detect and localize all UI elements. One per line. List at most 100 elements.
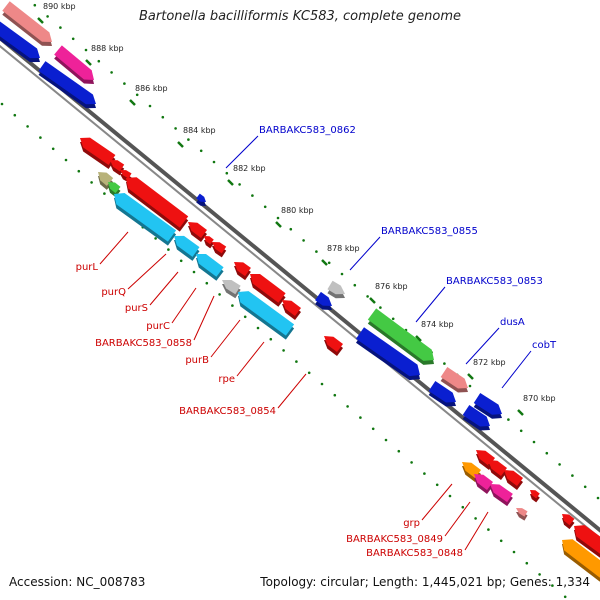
gene-red-14-face xyxy=(530,490,540,499)
gene-pink-1[interactable] xyxy=(474,474,493,494)
label-text: grp xyxy=(403,518,420,529)
gene-red-13[interactable] xyxy=(504,470,523,490)
gene-gray-fwd[interactable] xyxy=(327,280,345,299)
guide-dot xyxy=(84,48,88,52)
gene-red-10[interactable] xyxy=(324,336,343,356)
guide-dot xyxy=(231,304,234,307)
guide-dot xyxy=(154,237,157,240)
gene-pink-1-face xyxy=(474,474,493,490)
forward-gene-label[interactable]: dusA xyxy=(465,317,525,365)
gene-blue-2[interactable] xyxy=(38,61,96,109)
gene-cyan-2[interactable] xyxy=(174,235,200,261)
gene-blue-small[interactable] xyxy=(196,193,206,206)
gene-orange-2[interactable] xyxy=(562,539,600,582)
guide-dot xyxy=(205,281,209,285)
guide-dot xyxy=(327,261,331,265)
guide-dot xyxy=(161,115,165,119)
gene-red-1-face xyxy=(80,137,116,165)
gene-salmon-small-face xyxy=(516,508,528,517)
gene-blue-7[interactable] xyxy=(462,405,490,431)
gene-gray-rev-face xyxy=(222,280,241,295)
gene-pink-2[interactable] xyxy=(490,484,513,507)
reverse-gene-label[interactable]: purS xyxy=(125,271,179,314)
gene-green-face xyxy=(367,308,434,361)
forward-gene-label[interactable]: BARBAKC583_0862 xyxy=(225,125,356,169)
gene-red-5[interactable] xyxy=(204,236,214,249)
scale-tick: 872 kbp xyxy=(467,358,506,380)
reverse-gene-label[interactable]: grp xyxy=(403,483,453,529)
reverse-gene-label[interactable]: rpe xyxy=(218,341,265,385)
guide-dot xyxy=(51,147,55,151)
gene-red-14[interactable] xyxy=(530,490,540,503)
tick-label: 886 kbp xyxy=(135,84,168,93)
gene-red-8[interactable] xyxy=(250,274,286,307)
guide-dot xyxy=(397,449,401,453)
gene-pink-top[interactable] xyxy=(54,45,94,84)
gene-features xyxy=(0,1,600,582)
gene-blue-3[interactable] xyxy=(315,291,332,310)
gene-red-3-face xyxy=(120,170,132,179)
guide-dot xyxy=(384,438,388,442)
guide-dot xyxy=(218,293,221,296)
gene-red-purL[interactable] xyxy=(126,177,189,232)
gene-red-1[interactable] xyxy=(80,137,116,169)
gene-blue-4-face xyxy=(355,327,420,377)
label-text: BARBAKC583_0853 xyxy=(446,276,543,287)
gene-red-12[interactable] xyxy=(488,460,507,480)
gene-blue-top[interactable] xyxy=(0,21,40,63)
tick-mark xyxy=(129,99,136,106)
reverse-gene-label[interactable]: purQ xyxy=(101,253,167,298)
guide-dot xyxy=(366,295,369,298)
label-text: BARBAKC583_0848 xyxy=(366,548,463,559)
gene-red-16[interactable] xyxy=(574,525,600,558)
guide-dot xyxy=(238,183,241,186)
gene-cyan-1[interactable] xyxy=(114,193,177,246)
reverse-gene-label[interactable]: BARBAKC583_0858 xyxy=(95,295,215,349)
gene-salmon-mid[interactable] xyxy=(440,367,468,393)
guide-dot xyxy=(225,171,229,175)
forward-gene-label[interactable]: BARBAKC583_0853 xyxy=(415,276,543,323)
guide-dot xyxy=(320,382,324,386)
guide-dot xyxy=(46,15,49,18)
gene-green[interactable] xyxy=(367,308,434,365)
label-text: rpe xyxy=(218,374,235,385)
reverse-gene-label[interactable]: purC xyxy=(146,287,197,332)
label-text: purC xyxy=(146,321,170,332)
gene-red-7[interactable] xyxy=(234,262,251,281)
guide-dot xyxy=(563,595,567,599)
gene-cyan-3[interactable] xyxy=(196,254,224,281)
gene-cyan-4[interactable] xyxy=(238,291,295,340)
gene-salmon-top[interactable] xyxy=(2,1,52,46)
guide-dot xyxy=(251,194,254,197)
gene-gray-rev[interactable] xyxy=(222,280,241,299)
gene-blue-5[interactable] xyxy=(428,381,456,407)
gene-red-4[interactable] xyxy=(188,222,207,242)
forward-gene-label[interactable]: BARBAKC583_0855 xyxy=(349,226,478,271)
gene-red-6[interactable] xyxy=(212,242,227,258)
guide-dot xyxy=(174,127,177,130)
forward-gene-label[interactable]: cobT xyxy=(501,340,557,389)
guide-dot xyxy=(135,93,139,97)
guide-dot xyxy=(371,427,375,431)
reverse-gene-label[interactable]: BARBAKC583_0848 xyxy=(366,511,489,559)
label-text: BARBAKC583_0862 xyxy=(259,125,356,136)
gene-blue-6[interactable] xyxy=(473,392,502,419)
gene-cyan-1-face xyxy=(114,193,177,242)
guide-dot xyxy=(499,539,503,543)
gene-red-15[interactable] xyxy=(562,514,575,530)
reverse-gene-label[interactable]: purL xyxy=(76,231,129,273)
reverse-gene-label[interactable]: BARBAKC583_0854 xyxy=(179,373,307,417)
gene-salmon-top-face xyxy=(2,1,52,42)
guide-dot xyxy=(596,496,600,500)
gene-red-9[interactable] xyxy=(282,300,301,320)
gene-pink-2-face xyxy=(490,484,513,503)
gene-red-2[interactable] xyxy=(110,160,125,176)
gene-blue-4[interactable] xyxy=(355,327,420,381)
gene-blue-6-face xyxy=(473,392,502,415)
gene-salmon-small[interactable] xyxy=(516,508,528,521)
label-text: purQ xyxy=(101,287,126,298)
reverse-gene-label[interactable]: purB xyxy=(185,319,241,366)
label-leader xyxy=(225,135,259,169)
reverse-gene-label[interactable]: BARBAKC583_0849 xyxy=(346,501,471,545)
